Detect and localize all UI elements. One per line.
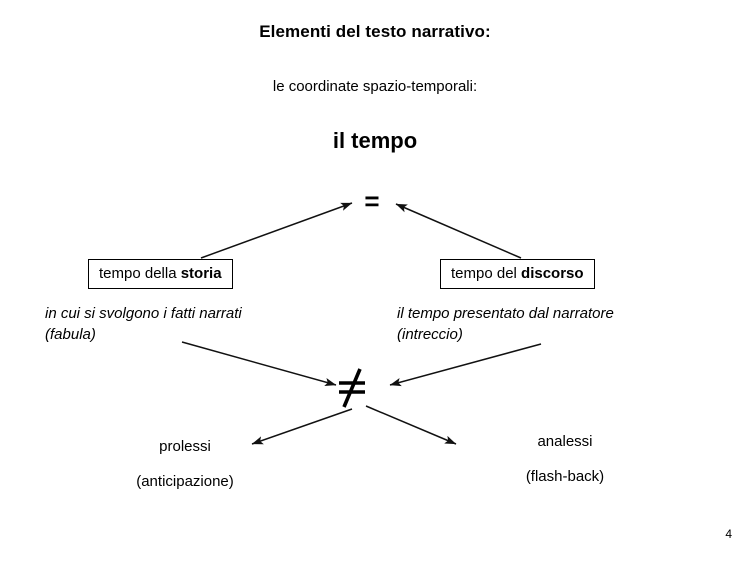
equals-sign: = <box>364 186 380 216</box>
slide-subtitle: le coordinate spazio-temporali: <box>272 78 478 95</box>
slide-topic-heading: il tempo <box>332 128 418 153</box>
arrow-notequals-to-analessi <box>365 405 457 445</box>
description-discorso-line2: (intreccio) <box>397 326 463 343</box>
box-label-strong: discorso <box>521 265 584 282</box>
concept-box-tempo-del-discorso[interactable]: tempo del discorso <box>440 259 595 289</box>
term-prolessi-paren: (anticipazione) <box>136 473 234 490</box>
box-label-plain: tempo della <box>99 265 181 282</box>
not-equals-sign <box>332 366 376 410</box>
description-storia-line2: (fabula) <box>45 326 96 343</box>
page-number: 4 <box>725 527 732 541</box>
description-storia: in cui si svolgono i fatti narrati (fabu… <box>45 303 242 345</box>
box-label-strong: storia <box>180 265 222 282</box>
arrow-intreccio-to-notequals <box>389 343 542 387</box>
term-prolessi-main: prolessi <box>159 438 211 455</box>
box-label-plain: tempo del <box>451 265 522 282</box>
arrow-fabula-to-notequals <box>181 341 337 387</box>
description-discorso: il tempo presentato dal narratore (intre… <box>397 303 614 345</box>
description-discorso-line1: il tempo presentato dal narratore <box>397 305 614 322</box>
arrow-storia-to-equals <box>200 202 353 259</box>
arrow-discorso-to-equals <box>395 203 522 259</box>
term-analessi: analessi (flash-back) <box>470 433 660 485</box>
page-title: Elementi del testo narrativo: <box>259 22 491 41</box>
term-analessi-paren: (flash-back) <box>525 468 605 485</box>
term-analessi-main: analessi <box>537 433 593 450</box>
term-prolessi: prolessi (anticipazione) <box>90 438 280 490</box>
concept-box-tempo-della-storia[interactable]: tempo della storia <box>88 259 233 289</box>
description-storia-line1: in cui si svolgono i fatti narrati <box>45 305 242 322</box>
